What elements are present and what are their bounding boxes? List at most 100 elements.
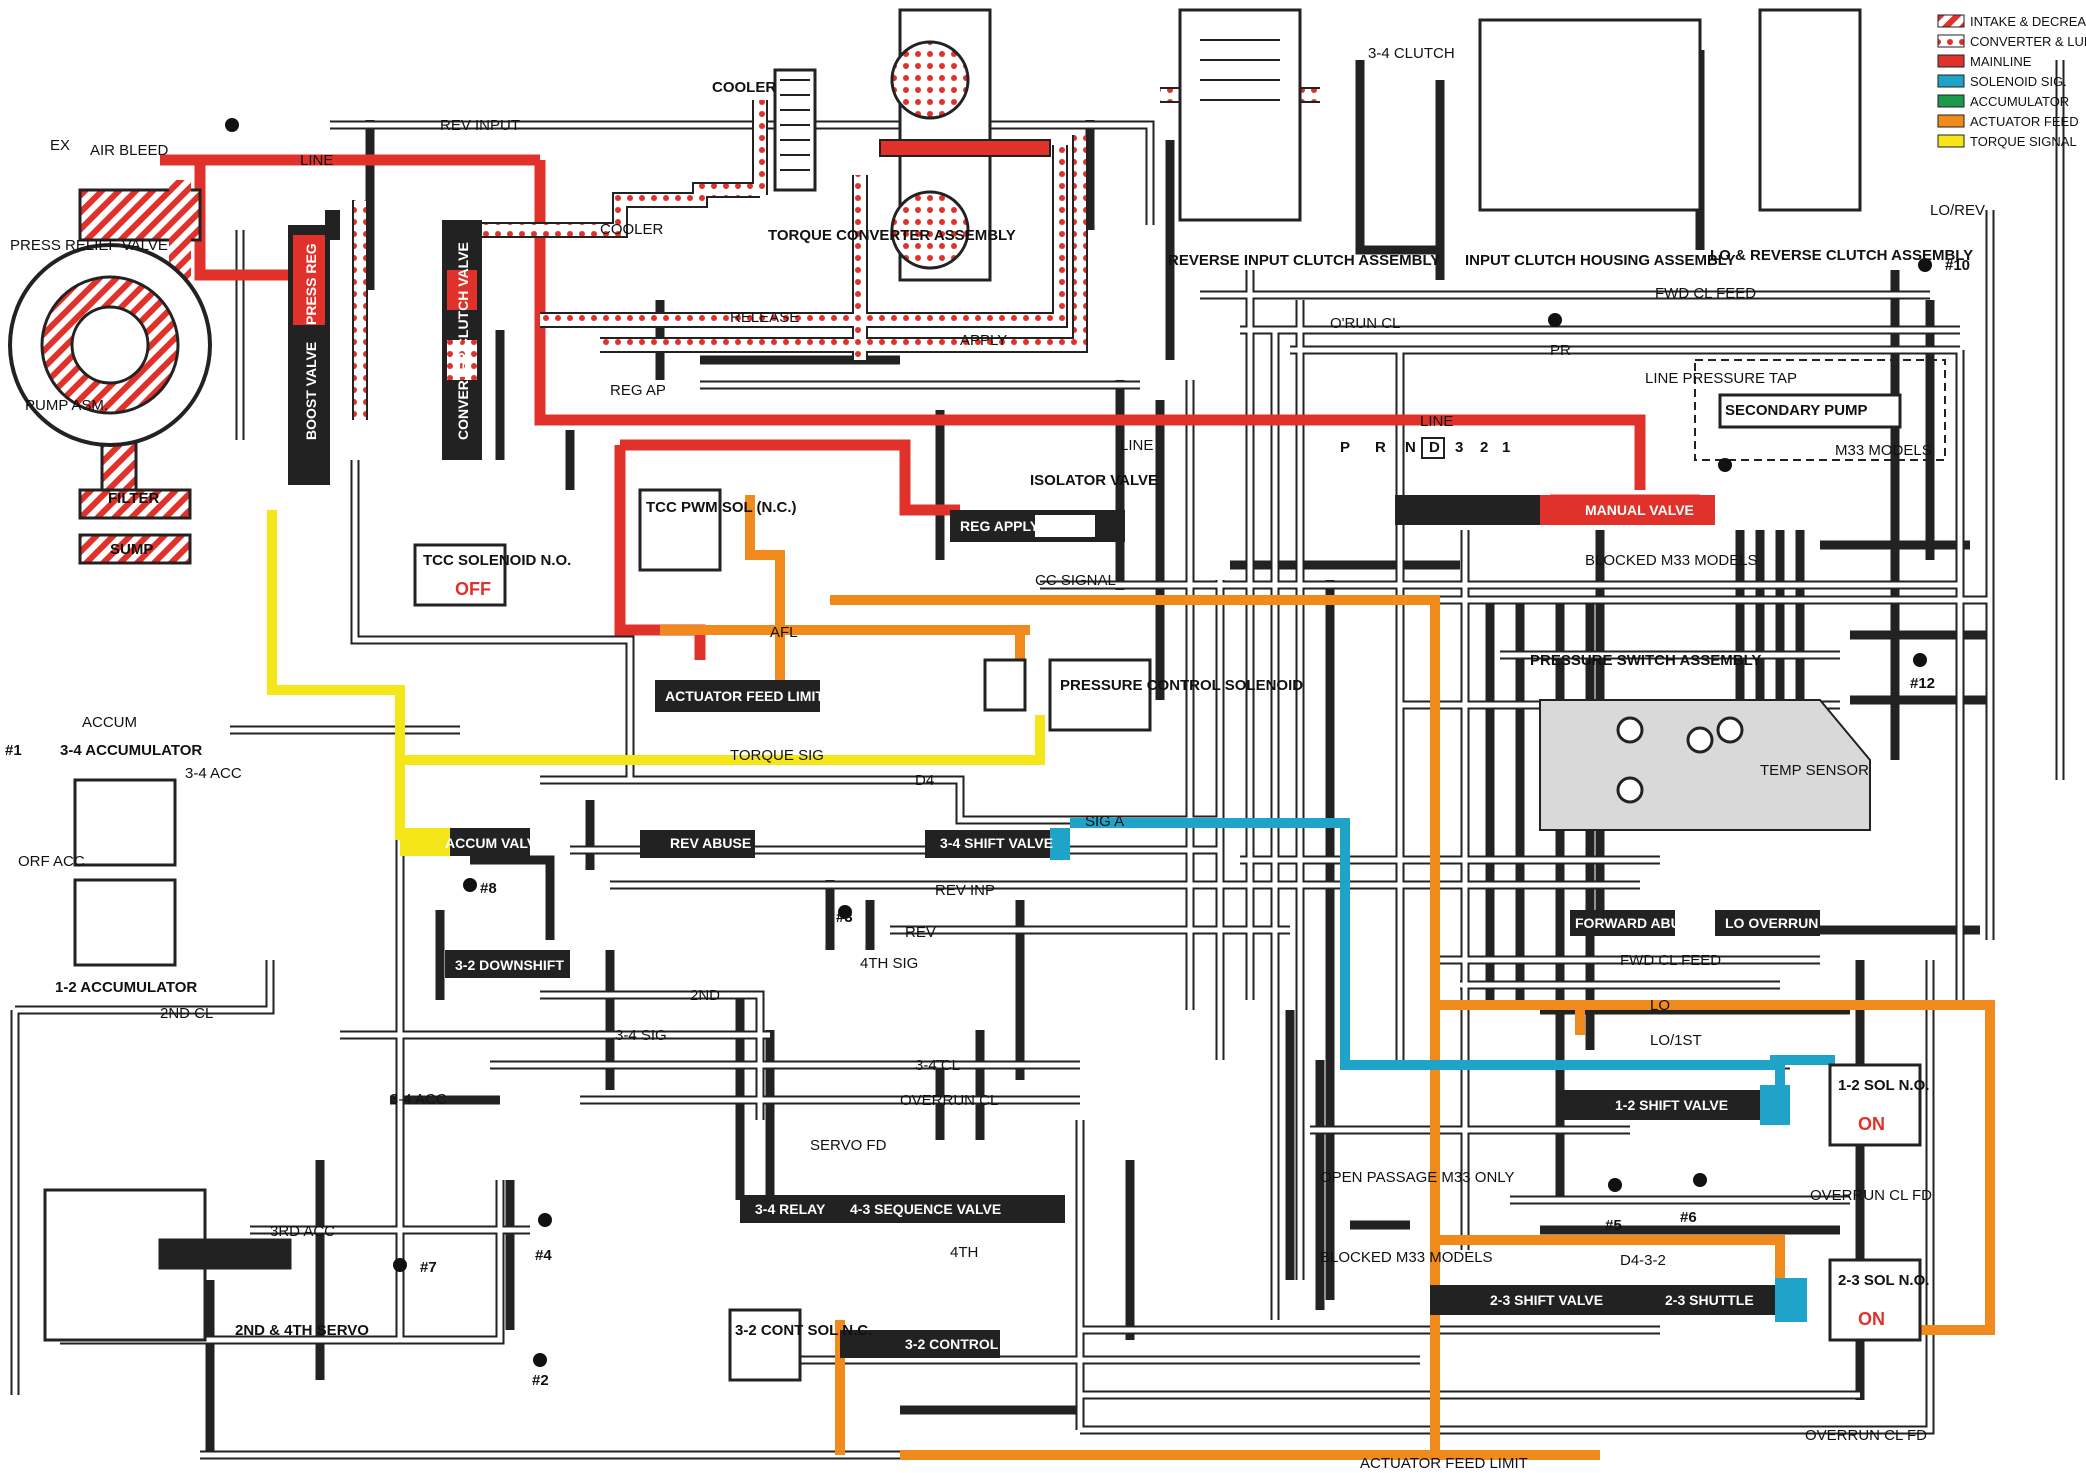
gear-p: P (1340, 439, 1350, 456)
passage-label: LINE PRESSURE TAP (1645, 370, 1797, 387)
shift-23-label: 2-3 SHIFT VALVE (1490, 1292, 1603, 1308)
checkball-label: #10 (1945, 257, 1970, 274)
passage-label: PR (1550, 342, 1571, 359)
legend: INTAKE & DECREASE CONVERTER & LUBE MAINL… (1937, 14, 2086, 149)
pump-icon (8, 243, 212, 447)
sol-23-state: ON (1858, 1309, 1885, 1329)
passage-label: OVERRUN CL FD (1810, 1187, 1932, 1204)
passage-label: 2ND CL (160, 1005, 213, 1022)
pressure-switch-icon (1539, 699, 1871, 831)
gear-n: N (1405, 439, 1416, 456)
shuttle-23-label: 2-3 SHUTTLE (1665, 1292, 1754, 1308)
torque-converter-icon (879, 8, 1051, 282)
legend-label: MAINLINE (1970, 54, 2032, 69)
passage-label: AFL (770, 624, 798, 641)
lo-overrun-label: LO OVERRUN (1725, 915, 1818, 931)
checkball-label: #1 (5, 742, 22, 759)
reverse-input-label: REVERSE INPUT CLUTCH ASSEMBLY (1168, 252, 1440, 269)
checkball-label: #6 (1680, 1209, 1697, 1226)
legend-swatch-torque (1937, 134, 1965, 148)
passage-label: 3-4 CL (915, 1057, 960, 1074)
conv-clutch-label: CONVERTER CLUTCH VALVE (455, 242, 471, 440)
checkball-label: #2 (532, 1372, 549, 1389)
torque-signal-circuit (267, 510, 1045, 840)
passage-label: 3-4 ACC (185, 765, 242, 782)
secondary-pump-label: SECONDARY PUMP (1725, 402, 1868, 419)
passage-label: TORQUE SIG (730, 747, 824, 764)
servo-label: 2ND & 4TH SERVO (235, 1322, 369, 1339)
legend-label: SOLENOID SIG. (1970, 74, 2067, 89)
passage-label: BLOCKED M33 MODELS (1585, 552, 1758, 569)
sol-12-state: ON (1858, 1114, 1885, 1134)
gear-2: 2 (1480, 439, 1488, 456)
passage-label: REV INPUT (440, 117, 520, 134)
sol-12-label: 1-2 SOL N.O. (1838, 1077, 1929, 1094)
checkball-labels: #1 #2 #3 #4 #5 #6 #7 #8 #10 #12 (5, 257, 1970, 1389)
filter-label: FILTER (108, 490, 160, 507)
press-reg-label: PRESS REG (303, 243, 319, 325)
legend-swatch-actuator (1937, 114, 1965, 128)
passage-label: FWD CL FEED (1620, 952, 1721, 969)
checkball-label: #12 (1910, 675, 1935, 692)
sol-23-label: 2-3 SOL N.O. (1838, 1272, 1929, 1289)
passage-label: REV (905, 924, 936, 941)
boost-valve-label: BOOST VALVE (303, 342, 319, 440)
passage-label: BLOCKED M33 MODELS (1320, 1249, 1493, 1266)
legend-label: ACCUMULATOR (1970, 94, 2069, 109)
passage-label: ORF ACC (18, 853, 85, 870)
passage-label: M33 MODELS (1835, 442, 1932, 459)
checkballs (225, 118, 1932, 1367)
rev-abuse-label: REV ABUSE (670, 835, 751, 851)
legend-swatch-lube (1937, 34, 1965, 48)
gear-1: 1 (1502, 439, 1510, 456)
pump-label: PUMP ASM. (25, 397, 108, 414)
cont-32-label: 3-2 CONT SOL N.C. (735, 1322, 872, 1339)
manual-valve-label: MANUAL VALVE (1585, 502, 1694, 518)
passage-label: RELEASE (730, 309, 799, 326)
passage-label: AIR BLEED (90, 142, 169, 159)
passage-label: OVERRUN CL (900, 1092, 998, 1109)
pressure-control-label: PRESSURE CONTROL SOLENOID (1060, 677, 1303, 694)
control-32-label: 3-2 CONTROL (905, 1336, 999, 1352)
checkball-label: #5 (1605, 1217, 1622, 1234)
seq-43-label: 4-3 SEQUENCE VALVE (850, 1201, 1001, 1217)
clutch-assemblies-icon (1178, 8, 1862, 222)
passage-label: 2ND (690, 987, 720, 1004)
tcc-solenoid-label: TCC SOLENOID N.O. (423, 552, 571, 569)
checkball-label: #4 (535, 1247, 552, 1264)
pressure-switch-label: PRESSURE SWITCH ASSEMBLY (1530, 652, 1761, 669)
valves (288, 210, 1820, 1358)
solenoid-boxes (413, 488, 1922, 1382)
legend-swatch-mainline (1937, 54, 1965, 68)
assembly-labels: TORQUE CONVERTER ASSEMBLY REVERSE INPUT … (10, 79, 1973, 1339)
gear-r: R (1375, 439, 1386, 456)
cooler-icon (773, 68, 817, 192)
passage-label: ACCUM (82, 714, 137, 731)
shift-12-label: 1-2 SHIFT VALVE (1615, 1097, 1728, 1113)
checkball-label: #7 (420, 1259, 437, 1276)
passage-label: LINE (300, 152, 333, 169)
accum-12-label: 1-2 ACCUMULATOR (55, 979, 197, 996)
legend-label: CONVERTER & LUBE (1970, 34, 2086, 49)
secondary-pump-box (1694, 359, 1946, 461)
passage-label: SERVO FD (810, 1137, 887, 1154)
passage-label: 3-4 SIG (615, 1027, 667, 1044)
gear-d-selected (1421, 437, 1445, 459)
passage-label: 3-4 ACC (390, 1091, 447, 1108)
passage-label: 3RD ACC (270, 1223, 335, 1240)
isolator-label: ISOLATOR VALVE (1030, 472, 1158, 489)
cooler-label: COOLER (712, 79, 776, 96)
passage-label: COOLER (600, 221, 664, 238)
actuator-feed-limit-label: ACTUATOR FEED LIMIT (665, 688, 824, 704)
sump-label: SUMP (110, 541, 153, 558)
accumulators-icon (43, 778, 292, 1342)
legend-label: TORQUE SIGNAL (1970, 134, 2077, 149)
torque-converter-label: TORQUE CONVERTER ASSEMBLY (768, 227, 1016, 244)
shift-34-label: 3-4 SHIFT VALVE (940, 835, 1053, 851)
solenoid-labels: TCC SOLENOID N.O. OFF TCC PWM SOL (N.C.)… (423, 499, 1929, 1339)
passage-label: O'RUN CL (1330, 315, 1400, 332)
checkball-label: #3 (836, 909, 853, 926)
lo-reverse-label: LO & REVERSE CLUTCH ASSEMBLY (1710, 247, 1973, 264)
passage-label: LINE (1120, 437, 1153, 454)
